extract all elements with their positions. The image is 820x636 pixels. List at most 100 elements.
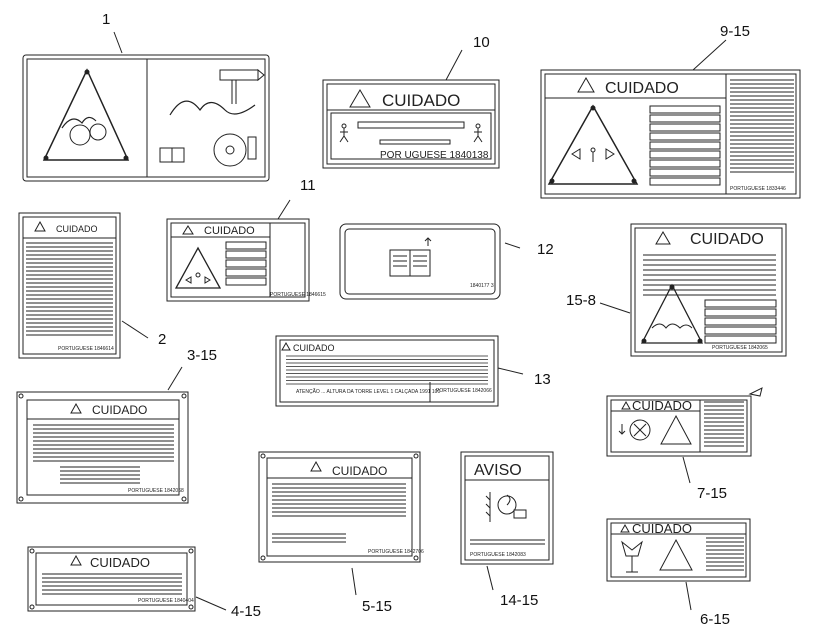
decal-13-text: ATENÇÃO ... ALTURA DA TORRE LEVEL 1 CALÇ… <box>296 388 440 395</box>
text-line <box>649 105 721 114</box>
decal-5-15-text-lines <box>272 483 406 543</box>
warning-triangle-icon <box>620 523 630 533</box>
decal-13-title: CUIDADO <box>293 343 335 353</box>
decal-14-15-title: AVISO <box>474 462 522 479</box>
decal-11-text-lines <box>225 241 267 286</box>
decal-7-15 <box>606 387 763 457</box>
decal-3-15 <box>16 391 189 504</box>
text-line <box>649 141 721 150</box>
decal-5-15 <box>258 451 421 563</box>
entanglement-hazard-icon <box>485 492 527 522</box>
callout-3-15: 3-15 <box>187 347 217 364</box>
text-line <box>649 159 721 168</box>
warning-triangle-icon <box>310 460 322 472</box>
decal-15-8 <box>630 223 787 357</box>
text-line <box>649 132 721 141</box>
text-line <box>704 335 777 344</box>
warning-triangle-icon <box>621 400 631 410</box>
decal-7-15-text-lines <box>704 401 744 447</box>
text-line <box>225 268 267 277</box>
decal-10-part-number: POR UGUESE 1840138 <box>380 150 489 161</box>
decal-5-15-title: CUIDADO <box>332 464 387 478</box>
decal-4-15-text-lines <box>42 573 182 595</box>
person-squeeze-icon <box>659 538 693 571</box>
decal-9-text-lines <box>649 105 721 186</box>
callout-15-8: 15-8 <box>566 292 596 309</box>
decal-13-text-lines <box>286 355 488 385</box>
warning-triangle-icon <box>349 89 371 108</box>
text-line <box>225 241 267 250</box>
warning-triangle-icon <box>42 68 130 161</box>
wheel-icon <box>213 133 247 167</box>
warning-triangle-icon <box>182 225 194 235</box>
callout-7-15: 7-15 <box>697 485 727 502</box>
manual-book-icon <box>159 147 185 163</box>
decal-14-15-part-number: PORTUGUESE 1842083 <box>470 552 526 558</box>
callout-5-15: 5-15 <box>362 598 392 615</box>
callout-13: 13 <box>534 371 551 388</box>
manual-book-icon <box>389 237 432 277</box>
decal-1 <box>22 54 270 182</box>
text-line <box>225 277 267 286</box>
warning-triangle-icon <box>577 76 595 93</box>
crush-hazard-icon <box>69 124 91 146</box>
decal-10 <box>322 79 500 169</box>
decal-4-15 <box>27 546 196 612</box>
leader-lines <box>113 31 727 611</box>
decal-6-15-title: CUIDADO <box>632 521 692 536</box>
text-line <box>225 259 267 268</box>
callout-14-15: 14-15 <box>500 592 538 609</box>
callout-6-15: 6-15 <box>700 611 730 628</box>
text-line <box>225 250 267 259</box>
text-line <box>704 326 777 335</box>
text-line <box>704 299 777 308</box>
decal-3-15-part-number: PORTUGUESE 1842068 <box>128 488 184 494</box>
decal-9 <box>540 69 801 199</box>
decal-15-8-text-lines <box>643 254 777 344</box>
warning-triangle-icon <box>655 231 671 245</box>
callout-12: 12 <box>537 241 554 258</box>
person-squeeze-icon <box>571 147 615 162</box>
decal-13-part-number: PORTUGUESE 1842066 <box>436 388 492 394</box>
decal-15-8-title: CUIDADO <box>690 231 764 248</box>
decal-3-15-title: CUIDADO <box>92 403 147 417</box>
decal-9-part-number: PORTUGUESE 1833446 <box>730 186 786 192</box>
callout-2: 2 <box>158 331 166 348</box>
decal-15-8-part-number: PORTUGUESE 1842065 <box>712 345 768 351</box>
callout-4-15: 4-15 <box>231 603 261 620</box>
decal-2-title: CUIDADO <box>56 224 98 234</box>
warning-triangle-icon <box>70 402 82 414</box>
decal-4-15-part-number: PORTUGUESE 1840404 <box>138 598 194 604</box>
decal-9-right-text-lines <box>730 79 794 173</box>
loader-arms-icon <box>621 540 643 573</box>
warning-triangle-icon <box>281 341 291 351</box>
text-line <box>649 177 721 186</box>
person-hazard-icon <box>339 123 349 143</box>
decal-6-15 <box>606 518 751 582</box>
decal-2-text-lines <box>26 242 113 336</box>
callout-1: 1 <box>102 11 110 28</box>
callout-11: 11 <box>300 177 316 194</box>
decal-12 <box>339 223 501 300</box>
callout-9-15: 9-15 <box>720 23 750 40</box>
warning-triangle-icon <box>34 220 46 232</box>
decal-13 <box>275 335 499 407</box>
text-line <box>649 150 721 159</box>
callout-10: 10 <box>473 34 490 51</box>
text-line <box>649 114 721 123</box>
decal-6-15-text-lines <box>706 537 744 571</box>
decal-11-title: CUIDADO <box>204 225 255 237</box>
decal-2 <box>18 212 121 359</box>
decal-14-15 <box>460 451 554 565</box>
text-line <box>649 123 721 132</box>
shield-icon <box>219 69 259 81</box>
decal-10-title: CUIDADO <box>382 91 460 110</box>
decal-2-part-number: PORTUGUESE 1846614 <box>58 346 114 352</box>
text-line <box>704 317 777 326</box>
warning-triangle-icon <box>70 554 82 566</box>
decal-9-title: CUIDADO <box>605 80 679 97</box>
decal-11 <box>166 218 310 302</box>
text-line <box>649 168 721 177</box>
steering-wheel-icon <box>629 419 651 441</box>
